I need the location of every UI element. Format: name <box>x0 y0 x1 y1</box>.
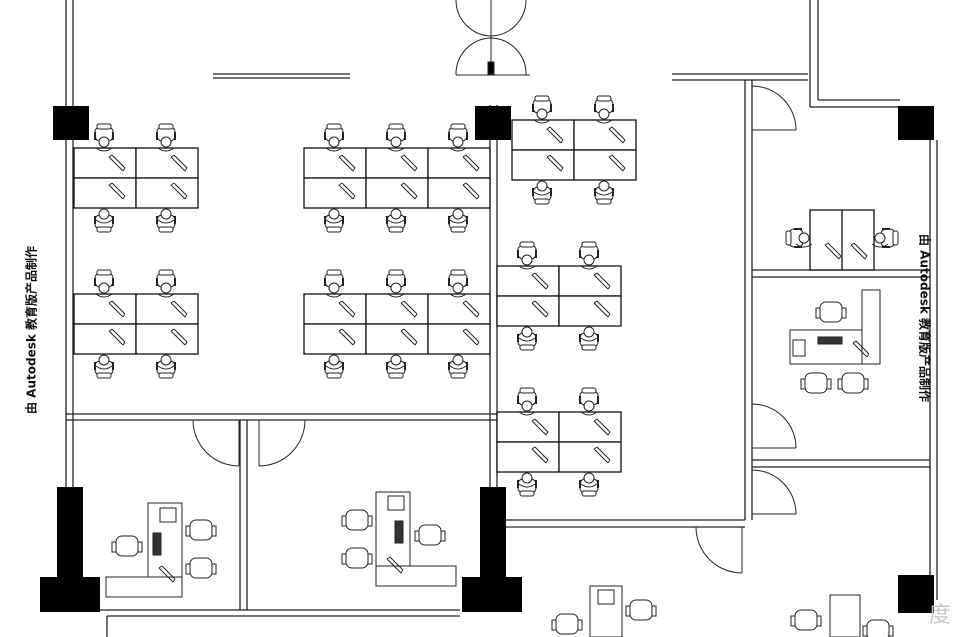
corner-watermark: 度 <box>928 603 951 628</box>
watermark-right: 由 Autodesk 教育版产品制作 <box>917 233 932 403</box>
private-office-middle <box>341 491 457 587</box>
private-office-left <box>105 502 217 598</box>
meeting-room-right <box>785 209 899 271</box>
manager-office-right <box>789 289 881 394</box>
open-office-workstations <box>74 96 636 496</box>
structural-columns <box>40 106 934 613</box>
walls <box>65 0 938 637</box>
office-bottom-center <box>551 585 657 637</box>
office-bottom-right <box>790 594 894 637</box>
doors <box>192 85 797 574</box>
entrance-double-door <box>455 0 530 76</box>
watermark-left: 由 Autodesk 教育版产品制作 <box>24 245 39 415</box>
